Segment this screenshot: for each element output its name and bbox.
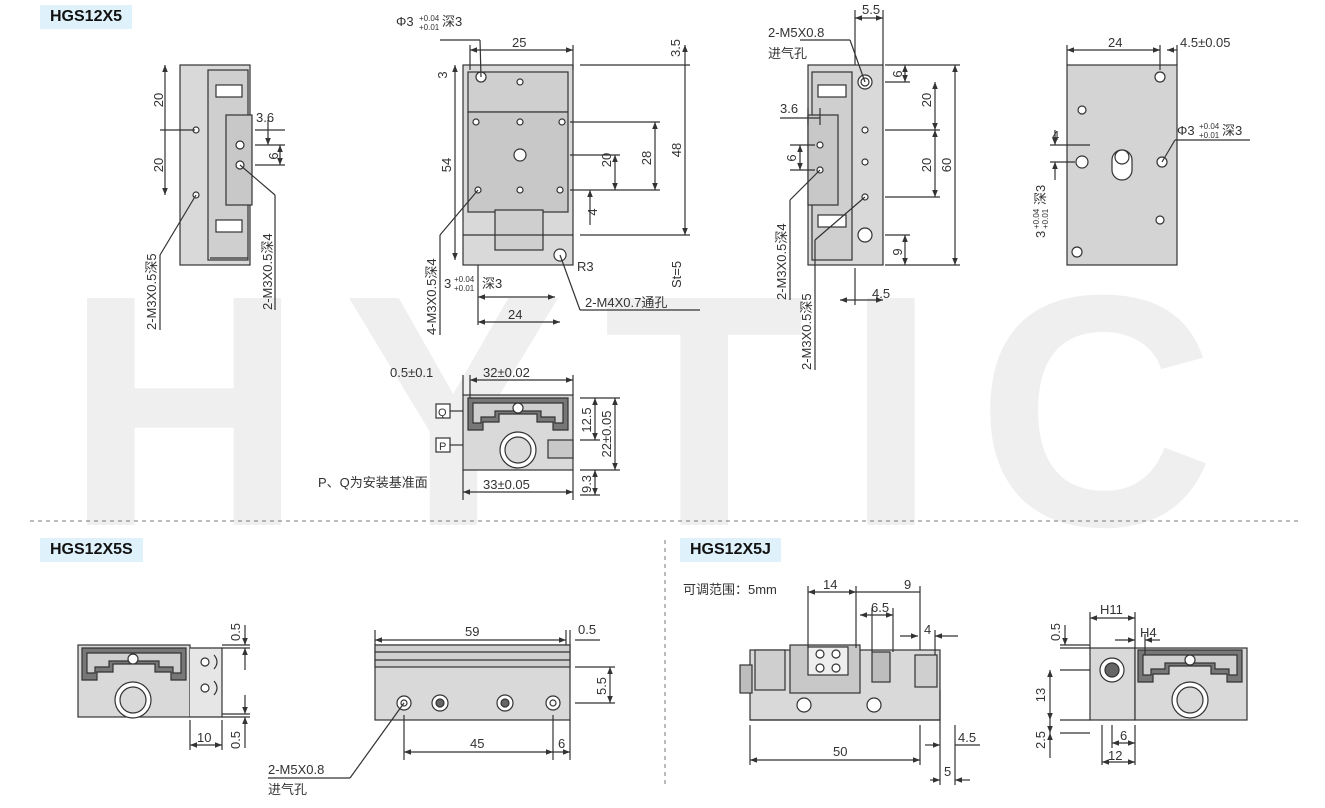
view-j-side bbox=[739, 586, 980, 785]
dim-j-end-2-5: 2.5 bbox=[1033, 731, 1048, 749]
dim-top-r3: R3 bbox=[577, 259, 594, 274]
dim-top-28: 28 bbox=[639, 151, 654, 165]
dim-j-side-5: 5 bbox=[944, 764, 951, 779]
dim-j-side-9: 9 bbox=[904, 577, 911, 592]
dim-j-side-4-5: 4.5 bbox=[958, 730, 976, 745]
dim-top-54: 54 bbox=[439, 158, 454, 172]
section-tag-hgs12x5: HGS12X5 bbox=[40, 5, 133, 29]
dim-s-side-5-5: 5.5 bbox=[594, 677, 609, 695]
dim-end-9-3: 9.3 bbox=[579, 475, 594, 493]
callout-side-right-inlet: 进气孔 bbox=[768, 46, 807, 61]
dim-j-side-50: 50 bbox=[833, 744, 847, 759]
dim-end-0-5: 0.5±0.1 bbox=[390, 365, 433, 380]
dim-side-left-3-6: 3.6 bbox=[256, 110, 274, 125]
dim-top-25: 25 bbox=[512, 35, 526, 50]
dim-side-left-20a: 20 bbox=[151, 93, 166, 107]
view-s-end bbox=[77, 625, 250, 750]
dim-bottom-4-5: 4.5±0.05 bbox=[1180, 35, 1231, 50]
dim-top-3: 3 bbox=[435, 71, 450, 78]
view-bottom bbox=[1050, 45, 1250, 266]
dim-s-end-0-5a: 0.5 bbox=[228, 623, 243, 641]
dim-j-end-h4: H4 bbox=[1140, 625, 1157, 640]
dim-bottom-v3-dn: +0.01 bbox=[1041, 208, 1050, 229]
dim-side-right-6b: 6 bbox=[784, 154, 799, 161]
datum-q-label: Q bbox=[438, 407, 447, 419]
dim-top-48: 48 bbox=[669, 143, 684, 157]
callout-side-left-m3-5: 2-M3X0.5深5 bbox=[144, 253, 159, 330]
dim-top-20: 20 bbox=[599, 153, 614, 167]
dim-end-33: 33±0.05 bbox=[483, 477, 530, 492]
dim-top-3-5: 3.5 bbox=[668, 39, 683, 57]
dim-end-22: 22±0.05 bbox=[599, 411, 614, 458]
dim-top-phi3-depth: 深3 bbox=[442, 14, 462, 29]
dim-s-side-0-5: 0.5 bbox=[578, 622, 596, 637]
dim-top-4: 4 bbox=[585, 208, 600, 215]
dim-bottom-phi3-up: +0.04 bbox=[1199, 122, 1220, 131]
dim-bottom-phi3-dn: +0.01 bbox=[1199, 131, 1220, 140]
dim-top-hole3-dn: +0.01 bbox=[454, 284, 475, 293]
note-adjust-range: 可调范围：5mm bbox=[683, 582, 777, 597]
callout-top-m3-4: 4-M3X0.5深4 bbox=[424, 258, 439, 335]
dim-s-side-59: 59 bbox=[465, 624, 479, 639]
dim-s-end-10: 10 bbox=[197, 730, 211, 745]
dim-j-side-6-5: 6.5 bbox=[871, 600, 889, 615]
dim-side-right-20a: 20 bbox=[919, 93, 934, 107]
callout-side-right-m3-5: 2-M3X0.5深5 bbox=[799, 293, 814, 370]
dim-bottom-v3: 3 bbox=[1033, 231, 1048, 238]
section-tag-hgs12x5s: HGS12X5S bbox=[40, 538, 143, 562]
dim-side-right-60: 60 bbox=[939, 158, 954, 172]
dim-end-12-5: 12.5 bbox=[579, 407, 594, 432]
dim-s-end-0-5b: 0.5 bbox=[228, 731, 243, 749]
dim-bottom-phi3-depth: 深3 bbox=[1222, 123, 1242, 138]
dim-j-end-6: 6 bbox=[1120, 728, 1127, 743]
dim-side-left-20b: 20 bbox=[151, 158, 166, 172]
dim-bottom-4: 4 bbox=[1052, 128, 1059, 143]
dim-j-side-14: 14 bbox=[823, 577, 837, 592]
note-datum-surface: P、Q为安装基准面 bbox=[318, 475, 428, 490]
watermark-text: HYTIC bbox=[65, 226, 1255, 595]
dim-bottom-phi3: Φ3 bbox=[1177, 123, 1195, 138]
dim-top-hole3-up: +0.04 bbox=[454, 275, 475, 284]
dim-top-phi3-up: +0.04 bbox=[419, 14, 440, 23]
dim-top-phi3-base: Φ3 bbox=[396, 14, 414, 29]
view-top bbox=[439, 39, 700, 335]
dim-j-end-h11: H11 bbox=[1100, 602, 1123, 617]
view-j-end bbox=[1047, 612, 1248, 765]
dim-side-right-5-5: 5.5 bbox=[862, 2, 880, 17]
view-side-right bbox=[780, 10, 960, 370]
dim-s-side-6: 6 bbox=[558, 736, 565, 751]
callout-s-side-m5: 2-M5X0.8 bbox=[268, 762, 324, 777]
view-end bbox=[435, 375, 620, 500]
dim-side-right-20b: 20 bbox=[919, 158, 934, 172]
dim-j-end-13: 13 bbox=[1033, 688, 1048, 702]
dim-side-right-9: 9 bbox=[890, 248, 905, 255]
dim-j-side-4: 4 bbox=[924, 622, 931, 637]
callout-side-right-m3-4: 2-M3X0.5深4 bbox=[774, 223, 789, 300]
view-side-left bbox=[159, 64, 285, 330]
dim-j-end-12: 12 bbox=[1108, 748, 1122, 763]
dim-bottom-24: 24 bbox=[1108, 35, 1122, 50]
dim-side-right-4-5: 4.5 bbox=[872, 286, 890, 301]
dim-top-hole3-depth: 深3 bbox=[482, 276, 502, 291]
dim-bottom-v3-depth: 深3 bbox=[1033, 185, 1048, 205]
dim-bottom-v3-up: +0.04 bbox=[1032, 208, 1041, 229]
view-s-side bbox=[268, 630, 615, 779]
callout-top-m4: 2-M4X0.7通孔 bbox=[585, 295, 667, 310]
dim-j-end-0-5: 0.5 bbox=[1048, 623, 1063, 641]
dim-top-phi3-dn: +0.01 bbox=[419, 23, 440, 32]
dim-top-stroke: St=5 bbox=[669, 261, 684, 288]
dim-side-right-6a: 6 bbox=[890, 70, 905, 77]
dim-top-24: 24 bbox=[508, 307, 522, 322]
callout-side-right-m5: 2-M5X0.8 bbox=[768, 25, 824, 40]
dim-s-side-45: 45 bbox=[470, 736, 484, 751]
dim-end-32: 32±0.02 bbox=[483, 365, 530, 380]
dim-top-hole3: 3 bbox=[444, 276, 451, 291]
callout-side-left-m3-4: 2-M3X0.5深4 bbox=[260, 233, 275, 310]
datum-p-label: P bbox=[439, 441, 446, 453]
callout-s-side-inlet: 进气孔 bbox=[268, 782, 307, 797]
dim-side-left-6: 6 bbox=[266, 152, 281, 159]
section-tag-hgs12x5j: HGS12X5J bbox=[680, 538, 781, 562]
dim-side-right-3-6: 3.6 bbox=[780, 101, 798, 116]
